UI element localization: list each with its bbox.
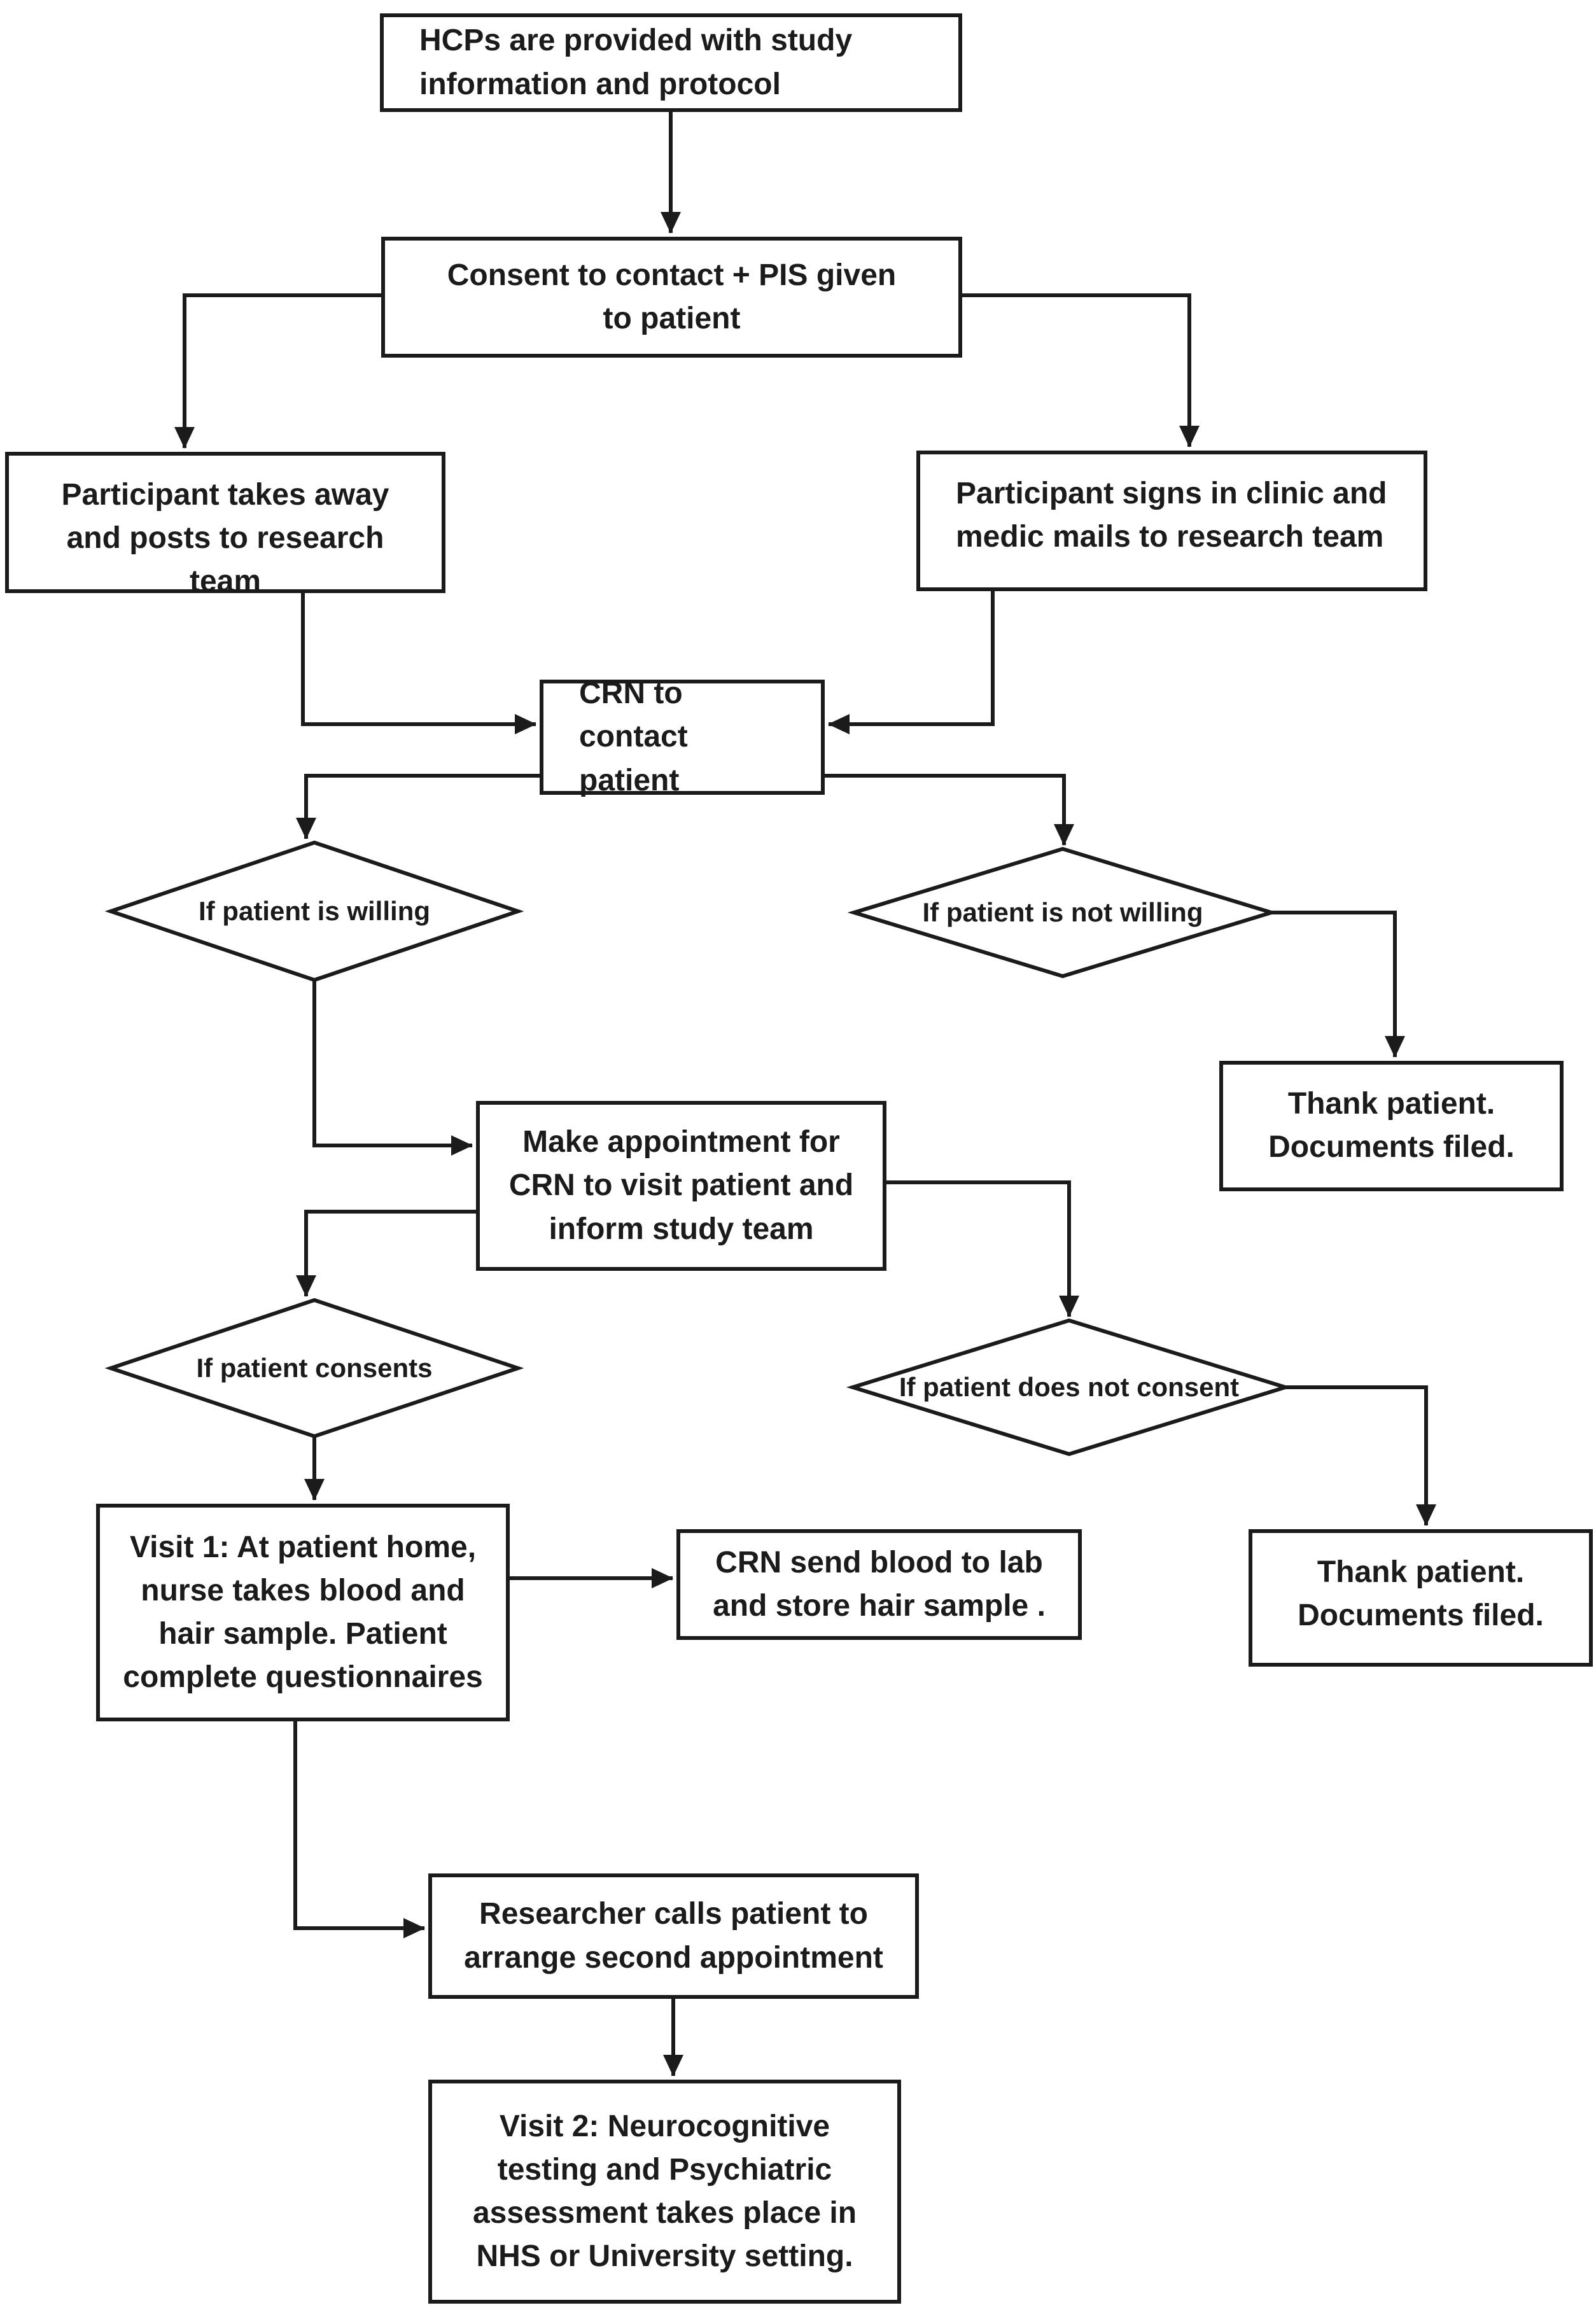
node-make-appointment-label: Make appointment for CRN to visit patien… — [508, 1125, 854, 1246]
node-participant-posts: Participant takes away and posts to rese… — [5, 452, 445, 598]
edge-make-appointment-to-not-consent — [886, 1180, 1079, 1317]
edge-willing-to-make-appointment — [312, 980, 473, 1156]
node-participant-clinic-label: Participant signs in clinic and medic ma… — [956, 477, 1387, 554]
node-visit1-label: Visit 1: At patient home, nurse takes bl… — [123, 1530, 483, 1695]
edge-crn-to-not-willing — [825, 774, 1074, 846]
node-thank-upper: Thank patient. Documents filed. — [1219, 1061, 1564, 1191]
edge-not-willing-to-thank-upper — [1271, 911, 1405, 1058]
node-visit2: Visit 2: Neurocognitive testing and Psyc… — [428, 2080, 901, 2304]
node-crn-blood: CRN send blood to lab and store hair sam… — [676, 1529, 1082, 1640]
edge-consent-to-clinic — [962, 293, 1200, 447]
edge-visit1-to-researcher — [293, 1721, 425, 1938]
node-researcher-calls-label: Researcher calls patient to arrange seco… — [464, 1897, 883, 1975]
node-researcher-calls: Researcher calls patient to arrange seco… — [428, 1873, 919, 1999]
node-make-appointment: Make appointment for CRN to visit patien… — [476, 1101, 886, 1271]
decision-not-consent-shape — [846, 1318, 1292, 1457]
node-thank-upper-label: Thank patient. Documents filed. — [1268, 1087, 1515, 1165]
node-crn-contact: CRN to contact patient — [540, 676, 825, 797]
node-hcp-info: HCPs are provided with study information… — [380, 13, 962, 112]
node-consent-contact: Consent to contact + PIS given to patien… — [381, 237, 962, 358]
node-thank-lower: Thank patient. Documents filed. — [1249, 1529, 1593, 1667]
node-crn-blood-label: CRN send blood to lab and store hair sam… — [713, 1545, 1046, 1623]
edge-not-consent-to-thank-lower — [1285, 1385, 1436, 1526]
node-hcp-info-label: HCPs are provided with study information… — [419, 24, 853, 101]
node-visit2-label: Visit 2: Neurocognitive testing and Psyc… — [472, 2109, 857, 2274]
edge-consent-to-posts — [174, 293, 381, 449]
node-consent-contact-label: Consent to contact + PIS given to patien… — [447, 258, 897, 335]
edge-make-appointment-to-consents — [296, 1210, 476, 1297]
decision-consents-shape — [104, 1298, 524, 1439]
node-participant-clinic: Participant signs in clinic and medic ma… — [916, 451, 1427, 591]
node-crn-contact-label: CRN to contact patient — [579, 676, 688, 797]
edge-posts-to-crn — [301, 593, 536, 734]
node-visit1: Visit 1: At patient home, nurse takes bl… — [96, 1504, 510, 1721]
decision-willing-shape — [104, 840, 524, 983]
decision-not-willing-shape — [847, 846, 1278, 979]
edge-crn-to-willing — [296, 774, 540, 839]
node-thank-lower-label: Thank patient. Documents filed. — [1298, 1555, 1544, 1633]
node-participant-posts-label: Participant takes away and posts to rese… — [61, 478, 389, 599]
edge-clinic-to-crn — [828, 591, 995, 734]
